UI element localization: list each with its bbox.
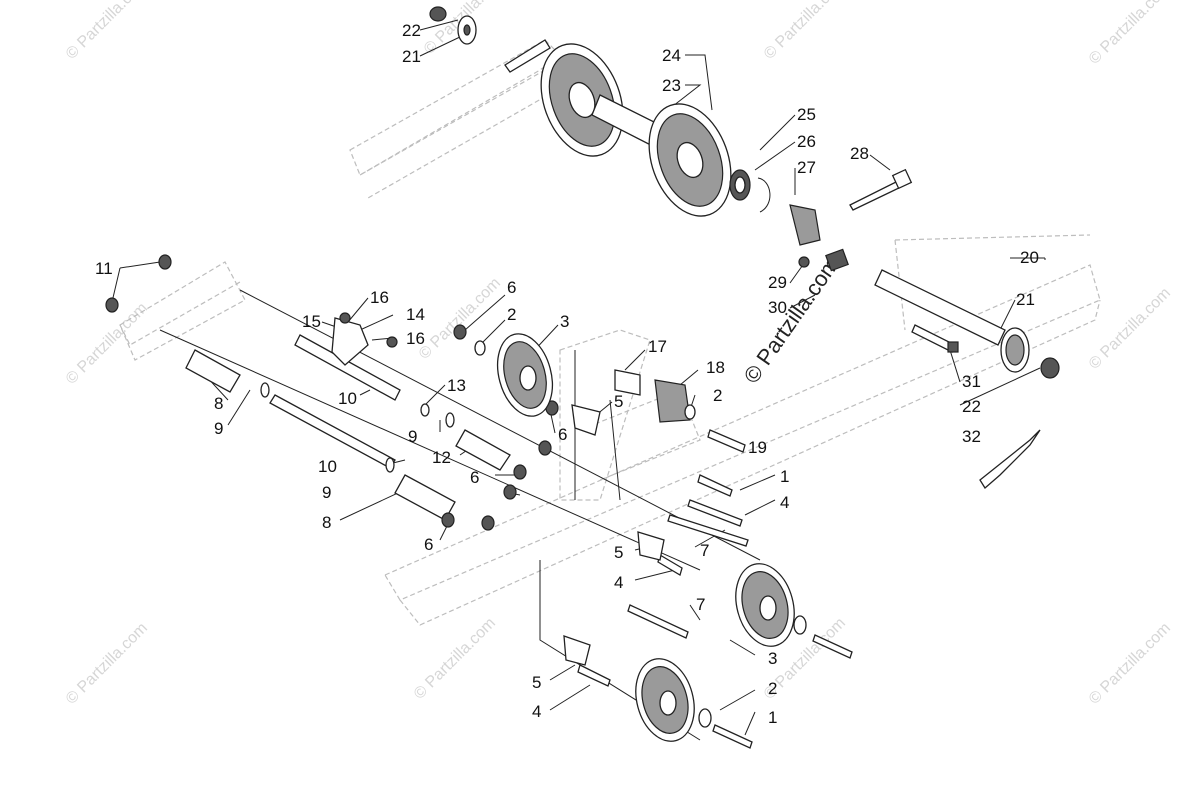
bolts-1-4 [577,474,853,749]
callout-14: 14 [406,305,425,324]
spacer-12 [455,429,511,471]
callout-11: 11 [95,259,113,278]
callout-7: 7 [700,541,709,560]
callout-20: 20 [1020,248,1039,267]
callouts: 22 21 24 23 25 26 27 28 20 29 30 21 31 2… [95,21,1039,727]
callout-9: 9 [214,419,223,438]
callout-21: 21 [1016,290,1035,309]
brackets-5 [563,531,665,666]
callout-28: 28 [850,144,869,163]
callout-15: 15 [302,312,321,331]
callout-24: 24 [662,46,681,65]
watermark: © Partzilla.com [63,0,151,63]
washer-21-top [457,15,477,45]
callout-8: 8 [322,513,331,532]
callout-17: 17 [648,337,667,356]
nuts-16 [339,312,398,348]
large-idler-wheel-right [648,103,732,217]
bearing-25 [729,169,751,201]
callout-5: 5 [532,673,541,692]
snap-ring-26 [757,177,771,213]
callout-9: 9 [322,483,331,502]
callout-6: 6 [470,468,479,487]
washers-2 [474,340,807,728]
axle-assembly-20 [874,269,1060,379]
callout-12: 12 [432,448,451,467]
callout-7: 7 [696,595,705,614]
nut-22-top [429,6,447,22]
callout-6: 6 [558,425,567,444]
spacer-27 [789,204,821,246]
nuts-6 [441,324,559,531]
callout-32: 32 [962,427,981,446]
callout-8: 8 [214,394,223,413]
callout-4: 4 [532,702,541,721]
callout-23: 23 [662,76,681,95]
callout-18: 18 [706,358,725,377]
callout-1: 1 [780,467,789,486]
bracket-32 [979,429,1041,489]
callout-5: 5 [614,543,623,562]
callout-2: 2 [768,679,777,698]
bolt-28 [849,168,913,211]
callout-3: 3 [560,312,569,331]
watermark: © Partzilla.com [1086,620,1174,708]
callout-2: 2 [713,386,722,405]
callout-22: 22 [402,21,421,40]
callout-21: 21 [402,47,421,66]
spacer-17 [614,369,641,396]
large-idler-wheel-left [540,43,624,157]
center-watermark: © Partzilla.com [739,252,845,388]
bolt-19 [707,429,746,453]
callout-16: 16 [370,288,389,307]
adjuster-bolt [504,39,551,73]
callout-3: 3 [768,649,777,668]
callout-27: 27 [797,158,816,177]
watermark: © Partzilla.com [63,620,151,708]
watermark: © Partzilla.com [1086,0,1174,68]
bolt-31 [911,324,959,353]
nut-29 [798,256,810,268]
watermark: © Partzilla.com [411,615,499,703]
callout-10: 10 [318,457,337,476]
callout-19: 19 [748,438,767,457]
callout-2: 2 [507,305,516,324]
watermark: © Partzilla.com [761,0,849,63]
callout-4: 4 [614,573,623,592]
idler-wheel-3-lower-right [735,563,795,647]
bracket-5-upper [571,404,601,436]
callout-16: 16 [406,329,425,348]
callout-6: 6 [507,278,516,297]
callout-4: 4 [780,493,789,512]
washers-9 [260,382,455,473]
callout-6: 6 [424,535,433,554]
callout-13: 13 [447,376,466,395]
idler-wheel-3-lower-left [635,658,695,742]
callout-30: 30 [768,298,787,317]
callout-5: 5 [614,392,623,411]
callout-1: 1 [768,708,777,727]
callout-31: 31 [962,372,981,391]
idler-wheel-3-upper [496,333,554,417]
block-30 [825,248,849,272]
parts [105,6,1060,749]
callout-10: 10 [338,389,357,408]
rear-shaft [294,317,401,401]
callout-22: 22 [962,397,981,416]
watermark: © Partzilla.com [63,300,151,388]
callout-9: 9 [408,427,417,446]
bolts-7 [627,514,749,639]
callout-29: 29 [768,273,787,292]
nuts-11 [105,254,172,313]
callout-25: 25 [797,105,816,124]
callout-26: 26 [797,132,816,151]
bracket-18 [654,379,691,423]
spacer-8-upper [185,349,241,393]
watermark: © Partzilla.com [416,275,504,363]
